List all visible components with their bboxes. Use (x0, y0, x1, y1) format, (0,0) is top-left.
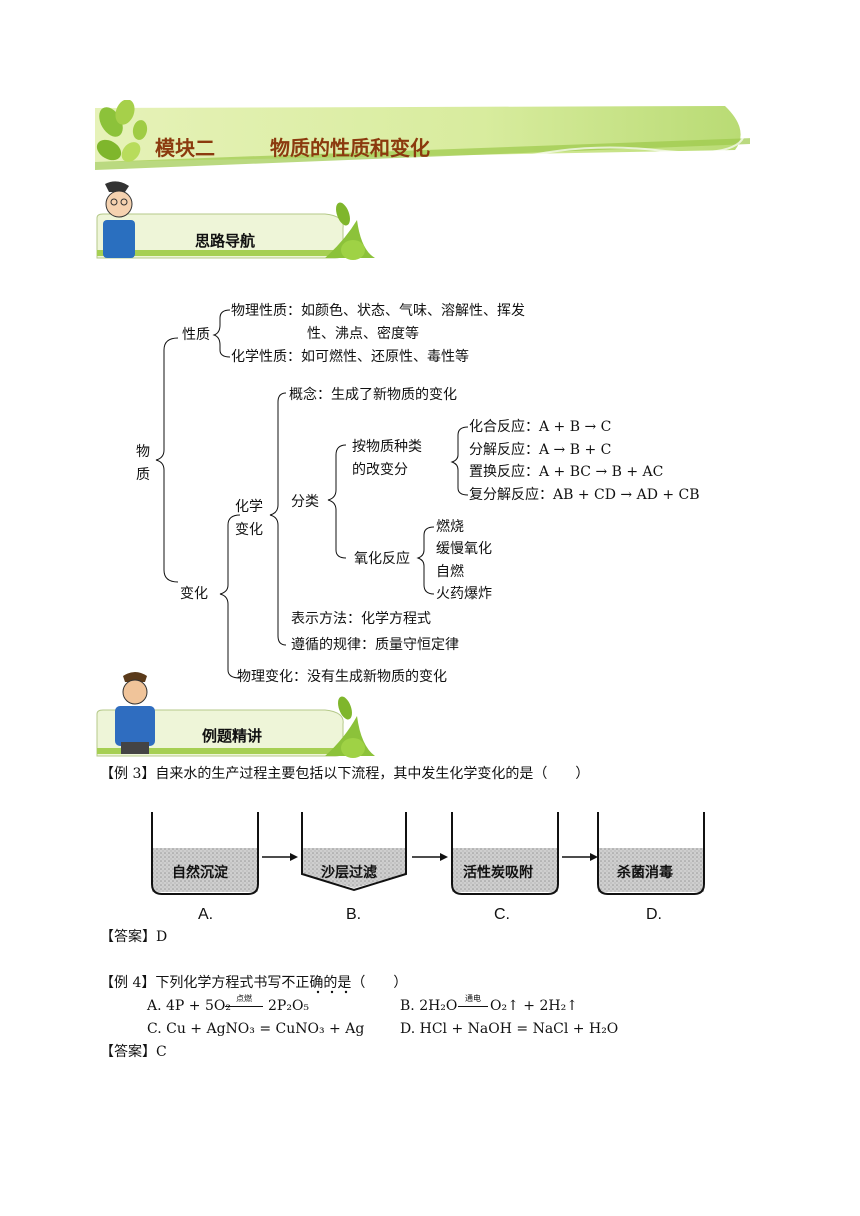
option-a-lhs: A. 4P + 5O₂ (147, 998, 231, 1014)
water-treatment-diagram (151, 812, 705, 895)
beaker-a (151, 812, 259, 895)
reaction-line (458, 1006, 488, 1007)
tree-root-2: 质 (136, 467, 150, 483)
section-tab-background (96, 202, 375, 260)
arrow-icon (412, 853, 448, 861)
tree-chemical-change-1: 化学 (235, 499, 263, 515)
tree-law: 遵循的规律：质量守恒定律 (291, 637, 459, 653)
option-letter: B. (346, 906, 362, 923)
beaker-c (451, 812, 559, 895)
tree-change: 变化 (180, 586, 208, 602)
option-letter: A. (198, 906, 214, 923)
example3-answer: 【答案】D (100, 929, 168, 945)
emphasis-dots (316, 990, 348, 994)
option-a-rhs: 2P₂O₅ (268, 998, 310, 1014)
tree-decomposition: 分解反应：A → B + C (469, 442, 612, 458)
step-label: 沙层过滤 (321, 865, 377, 881)
module-title: 物质的性质和变化 (270, 136, 430, 160)
concept-tree-braces (155, 309, 469, 679)
tree-physical-property: 物理性质：如颜色、状态、气味、溶解性、挥发 (231, 303, 525, 319)
section-header-examples: 例题精讲 (95, 668, 385, 763)
tree-ox-item: 燃烧 (436, 519, 464, 535)
option-b-rhs: O₂↑ + 2H₂↑ (490, 998, 578, 1014)
option-letter: C. (494, 906, 510, 923)
tree-ox-item: 火药爆炸 (436, 586, 492, 602)
reaction-line (225, 1006, 263, 1007)
beaker-d (597, 812, 705, 895)
step-label: 自然沉淀 (172, 865, 228, 881)
tree-chemical-property: 化学性质：如可燃性、还原性、毒性等 (231, 349, 469, 365)
option-a-condition: 点燃 (236, 994, 252, 1003)
tree-chemical-change-2: 变化 (235, 522, 263, 538)
tree-ox-item: 缓慢氧化 (436, 541, 492, 557)
option-c: C. Cu + AgNO₃ = CuNO₃ + Ag (147, 1021, 365, 1037)
module-number: 模块二 (155, 136, 215, 160)
section-label: 思路导航 (195, 232, 256, 250)
section-label: 例题精讲 (202, 727, 263, 745)
leaf-icon (96, 100, 148, 162)
tree-oxidation: 氧化反应 (354, 551, 410, 567)
tree-by-type-2: 的改变分 (352, 462, 408, 478)
section-header-navigation: 思路导航 (95, 180, 385, 270)
option-b-condition: 通电 (465, 994, 481, 1003)
cartoon-boy-icon (103, 181, 135, 258)
section-tab-background (96, 696, 375, 758)
tree-representation: 表示方法：化学方程式 (291, 611, 431, 627)
arrow-icon (262, 853, 298, 861)
tree-physical-property-cont: 性、沸点、密度等 (307, 326, 419, 342)
cartoon-man-icon (115, 672, 155, 754)
example4-question: 【例 4】下列化学方程式书写不正确的是（ ） (100, 975, 408, 991)
banner-background (95, 100, 750, 171)
option-letter: D. (646, 906, 662, 923)
tree-displacement: 置换反应：A + BC → B + AC (469, 464, 664, 480)
option-b-lhs: B. 2H₂O (400, 998, 458, 1014)
tree-physical-change: 物理变化：没有生成新物质的变化 (237, 669, 447, 685)
tree-property: 性质 (182, 327, 210, 343)
beaker-b (301, 812, 407, 892)
tree-by-type-1: 按物质种类 (352, 439, 422, 455)
tree-classify: 分类 (291, 494, 319, 510)
step-label: 活性炭吸附 (463, 865, 533, 881)
tree-combination: 化合反应：A + B → C (469, 419, 612, 435)
tree-ox-item: 自燃 (436, 564, 464, 580)
tree-concept: 概念：生成了新物质的变化 (289, 387, 457, 403)
example4-answer: 【答案】C (100, 1044, 167, 1060)
tree-root-1: 物 (136, 444, 150, 460)
example3-question: 【例 3】自来水的生产过程主要包括以下流程，其中发生化学变化的是（ ） (100, 766, 590, 782)
module-banner: 模块二 物质的性质和变化 (95, 100, 750, 172)
option-d: D. HCl + NaOH = NaCl + H₂O (400, 1021, 619, 1037)
arrow-icon (562, 853, 598, 861)
tree-double-decomposition: 复分解反应：AB + CD → AD + CB (469, 487, 700, 503)
step-label: 杀菌消毒 (617, 865, 673, 881)
